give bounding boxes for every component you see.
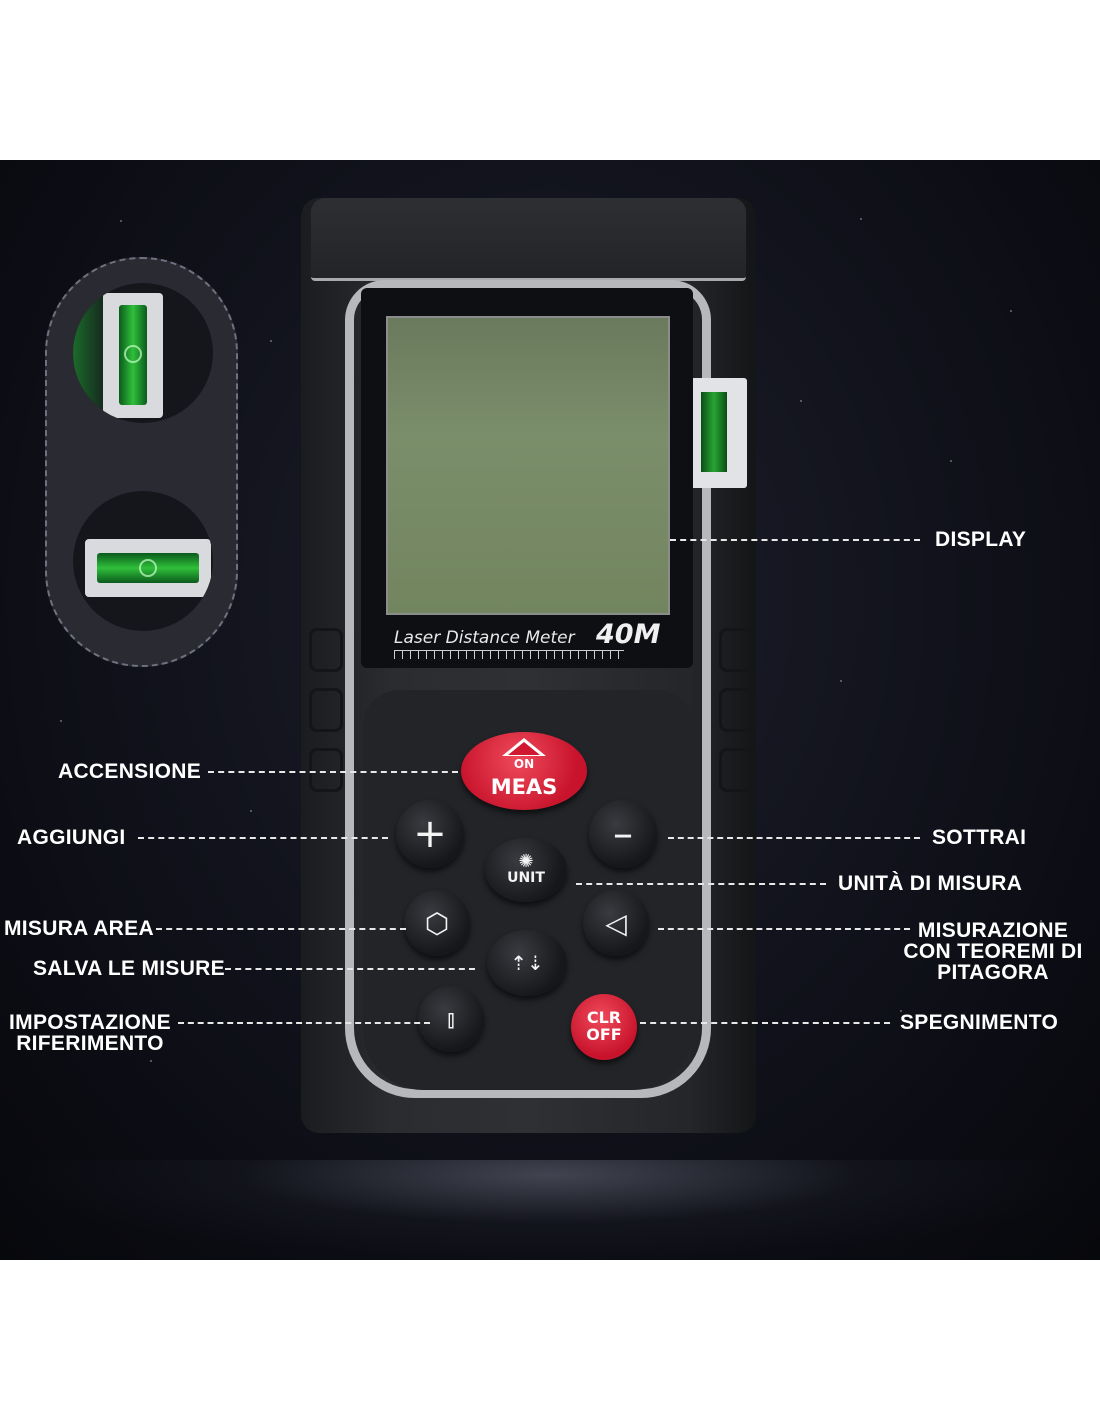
on-label: ON: [513, 757, 535, 771]
meas-label: MEAS: [490, 775, 558, 799]
laser-distance-meter: Laser Distance Meter 40M ON MEAS + – ✺ U…: [301, 198, 756, 1133]
unita-leader: [576, 883, 826, 885]
product-photo: Laser Distance Meter 40M ON MEAS + – ✺ U…: [0, 160, 1100, 1260]
unit-label: UNIT: [507, 870, 545, 887]
misura-area-leader: [156, 928, 406, 930]
accensione-leader: [208, 771, 458, 773]
plus-button[interactable]: +: [396, 800, 464, 868]
vertical-level-closeup: [73, 283, 213, 423]
on-meas-button[interactable]: ON MEAS: [461, 732, 587, 810]
reference-button[interactable]: ⫾: [418, 986, 484, 1052]
label-aggiungi: AGGIUNGI: [17, 826, 126, 849]
ruler-marks: [394, 650, 624, 659]
label-sottrai: SOTTRAI: [932, 826, 1027, 849]
area-button[interactable]: ⬡: [404, 890, 470, 956]
label-impostazione-line2: RIFERIMENTO: [16, 1032, 164, 1055]
sottrai-leader: [668, 837, 920, 839]
label-pitagora-line2: CON TEOREMI DI: [903, 940, 1083, 963]
clr-label: CLR: [586, 1008, 622, 1028]
save-arrows-icon: ⇡⇣: [510, 951, 544, 975]
pitagora-leader: [658, 928, 910, 930]
bubble-level-icon: [97, 553, 199, 583]
floor-glow: [0, 1160, 1100, 1260]
clr-off-button[interactable]: CLR OFF: [571, 994, 637, 1060]
label-impostazione: IMPOSTAZIONE RIFERIMENTO: [4, 1012, 176, 1054]
label-spegnimento: SPEGNIMENTO: [900, 1011, 1059, 1034]
spegnimento-leader: [640, 1022, 890, 1024]
save-button[interactable]: ⇡⇣: [487, 930, 567, 996]
label-pitagora: MISURAZIONE CON TEOREMI DI PITAGORA: [898, 920, 1088, 983]
triangle-icon: ◁: [605, 906, 627, 940]
minus-icon: –: [613, 811, 633, 857]
model-text: 40M: [596, 619, 661, 650]
silver-frame: [345, 280, 711, 1098]
side-bubble-level: [685, 378, 747, 488]
brand-text: Laser Distance Meter: [394, 628, 575, 648]
pythagoras-button[interactable]: ◁: [583, 890, 649, 956]
label-display: DISPLAY: [935, 528, 1027, 551]
plus-icon: +: [413, 811, 447, 857]
aggiungi-leader: [138, 837, 388, 839]
label-misura-area: MISURA AREA: [4, 917, 154, 940]
label-salva: SALVA LE MISURE: [33, 957, 225, 980]
label-accensione: ACCENSIONE: [58, 760, 202, 783]
screen-bezel: Laser Distance Meter 40M: [361, 288, 693, 668]
device-top-cap: [311, 198, 746, 281]
bubble-level-inset: [45, 257, 238, 667]
display-leader: [670, 539, 920, 541]
keypad: ON MEAS + – ✺ UNIT ⬡ ◁ ⇡⇣ ⫾: [363, 690, 693, 1090]
minus-button[interactable]: –: [589, 800, 657, 868]
impostazione-leader: [178, 1022, 430, 1024]
area-icon: ⬡: [424, 906, 450, 940]
horizontal-level-closeup: [73, 491, 213, 631]
label-unita: UNITÀ DI MISURA: [838, 872, 1023, 895]
label-impostazione-line1: IMPOSTAZIONE: [9, 1011, 171, 1034]
reference-icon: ⫾: [447, 1005, 455, 1033]
off-label: OFF: [586, 1025, 622, 1044]
lcd-display: [386, 316, 670, 615]
bubble-level-icon: [119, 305, 147, 405]
label-pitagora-line1: MISURAZIONE: [917, 919, 1069, 942]
unit-button[interactable]: ✺ UNIT: [485, 838, 567, 902]
salva-leader: [225, 968, 475, 970]
bulb-icon: ✺: [518, 851, 534, 873]
label-pitagora-line3: PITAGORA: [937, 961, 1049, 984]
